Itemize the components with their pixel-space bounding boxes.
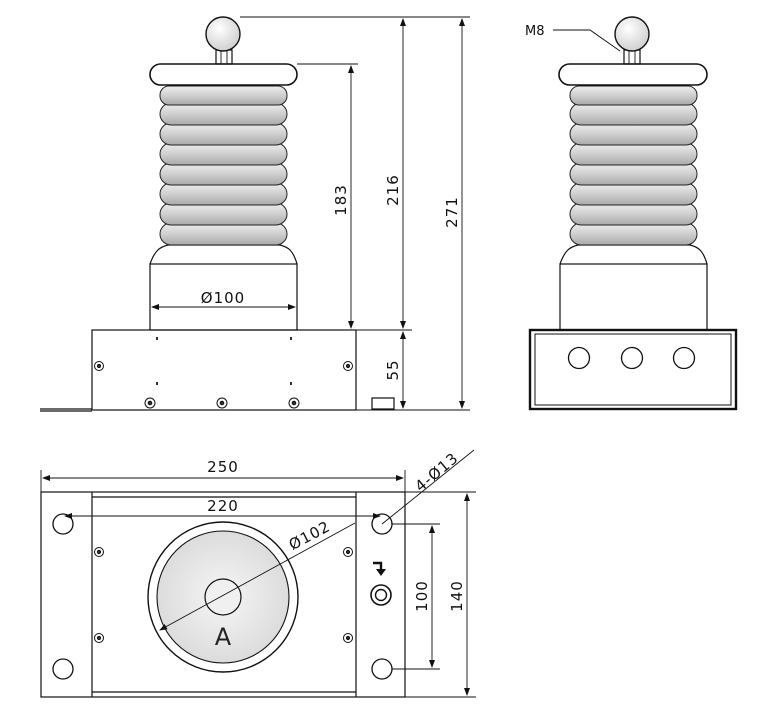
m8-leader [553,29,621,52]
insulator-sheds [159,85,288,246]
leader-4-holes [381,449,475,525]
side-insulator-sheds [569,85,698,246]
ground-lug [371,397,395,410]
screw-heads [94,361,353,409]
insulator-body-shoulder [149,244,298,265]
side-terminal-ball [614,16,650,52]
side-insulator-body [559,263,708,331]
dim-label-250: 250 [207,458,239,476]
dim-label-220: 220 [207,497,239,515]
dim-label-140: 140 [448,580,466,612]
base-plate [40,491,406,698]
side-terminal-stud [623,49,641,65]
dim-label-diameter-100: Ø100 [201,289,245,307]
side-base-box [528,328,738,411]
dim-label-183: 183 [332,184,350,216]
side-view: M8 [525,16,738,411]
mounting-holes [52,513,393,680]
front-view [40,16,395,412]
insulator-body [149,263,298,331]
terminal-top [204,578,242,616]
thread-label-m8: M8 [525,24,545,39]
plan-screws [94,547,353,643]
side-top-cap [558,63,708,86]
dim-label-100: 100 [413,580,431,612]
dim-label-216: 216 [384,174,402,206]
rivets [156,337,292,385]
arrow-right-down-icon [373,561,386,576]
terminal-ball [205,16,241,52]
side-base-inner [534,333,732,406]
terminal-stud [215,49,233,65]
plan-view: A [40,491,406,698]
dim-line-diameter-102 [159,522,356,631]
terminal-marking-a: A [215,623,232,651]
ground-terminal-icon [370,584,392,606]
dim-label-4-holes: 4-Ø13 [412,449,463,495]
connector-holes [567,346,696,370]
top-cap [149,63,298,86]
dim-label-271: 271 [443,196,461,228]
front-dimensions: 183 216 55 271 Ø100 [151,16,470,411]
dim-label-diameter-102: Ø102 [286,517,334,554]
side-body-shoulder [559,244,708,265]
dim-label-55: 55 [384,359,402,380]
